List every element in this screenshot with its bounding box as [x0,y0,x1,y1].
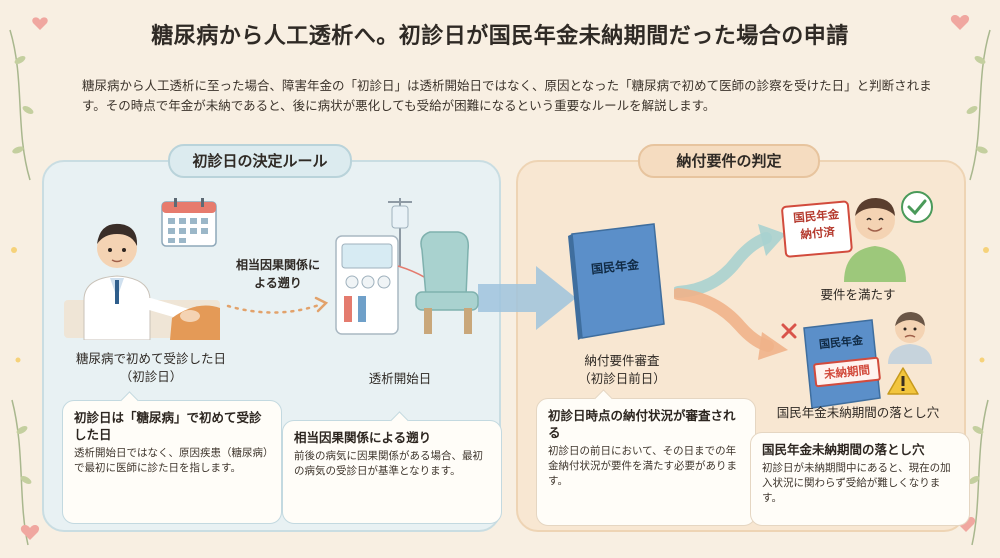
cross-icon [781,323,797,339]
split-arrows-icon [674,224,788,360]
dialysis-machine-illustration [335,198,479,335]
doctor-patient-illustration [64,223,220,340]
payment-status-card: 初診日時点の納付状況が審査される 初診日の前日において、その日までの年金納付状況… [536,389,756,526]
intro-text: 糖尿病から人工透析に至った場合、障害年金の「初診日」は透析開始日ではなく、原因と… [82,78,932,113]
causation-card-body: 前後の病気に因果関係がある場合、最初の病気の受診日が基準となります。 [294,450,483,477]
payment-requirement-heading: 納付要件の判定 [638,144,820,178]
unpaid-pitfall-card: 国民年金未納期間の落とし穴 初診日が未納期間中にあると、現在の加入状況に関わらず… [750,432,970,526]
page-title: 糖尿病から人工透析へ。初診日が国民年金未納期間だった場合の申請 [151,24,849,49]
dialysis-start-label: 透析開始日 [368,371,432,386]
paid-stamp-icon [781,200,853,258]
payment-status-card-title: 初診日時点の納付状況が審査される [548,408,736,440]
backtrack-arrow-icon [226,296,329,314]
first-visit-rule-heading: 初診日の決定ルール [168,144,352,178]
requirement-met-label: 要件を満たす [820,287,896,302]
happy-person-illustration [844,198,906,282]
unpaid-pitfall-card-title: 国民年金未納期間の落とし穴 [762,442,925,457]
first-visit-label: 糖尿病で初めて受診した日 （初診日） [75,351,226,384]
warning-icon [887,367,919,395]
calendar-icon [161,198,217,247]
backtrack-label: 相当因果関係に よる遡り [235,258,320,290]
first-visit-card-body: 透析開始日ではなく、原因疾患（糖尿病）で最初に医師に診た日を指します。 [74,447,269,474]
first-visit-card: 初診日は「糖尿病」で初めて受診した日 透析開始日ではなく、原因疾患（糖尿病）で最… [62,391,282,524]
check-icon [901,191,933,223]
causation-card-title: 相当因果関係による遡り [294,430,432,445]
unpaid-pitfall-label: 国民年金未納期間の落とし穴 [776,405,940,420]
worried-person-illustration [888,312,932,364]
unpaid-pitfall-card-body: 初診日が未納期間中にあると、現在の加入状況に関わらず受給が難しくなります。 [762,462,951,504]
payment-review-label: 納付要件審査 （初診日前日） [578,353,666,386]
causation-card: 相当因果関係による遡り 前後の病気に因果関係がある場合、最初の病気の受診日が基準… [282,411,502,524]
payment-status-card-body: 初診日の前日において、その日までの年金納付状況が要件を満たす必要があります。 [548,445,737,487]
pension-book-icon [568,223,665,340]
flow-arrow-icon [478,266,576,330]
first-visit-card-title: 初診日は「糖尿病」で初めて受診した日 [74,410,262,442]
